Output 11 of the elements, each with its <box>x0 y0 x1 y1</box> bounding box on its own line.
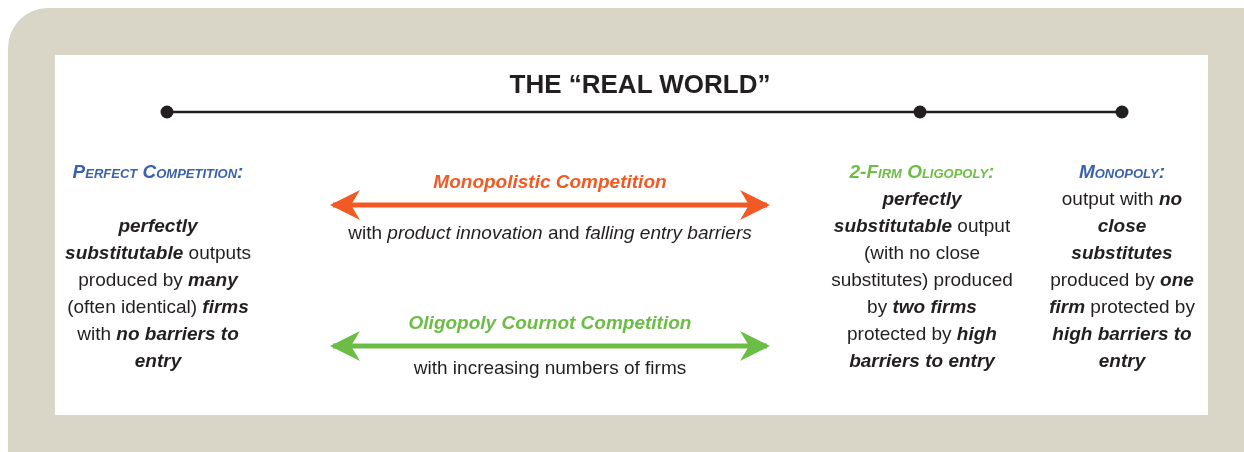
arrow-label: Monopolistic Competition <box>432 170 668 194</box>
description: perfectly substitutable output (with no close substitutes) produced by two firms protected by high barriers to entry <box>830 187 1014 373</box>
arrow-label: Oligopoly Cournot Competition <box>407 311 693 335</box>
heading: 2-Firm Oligopoly: <box>848 160 996 184</box>
description: output with no close substitutes produced by one firm protected by high barriers to entry <box>1048 187 1196 373</box>
description: with increasing numbers of firms <box>412 356 688 380</box>
title: THE “REAL WORLD” <box>508 68 772 100</box>
heading: Perfect Competition: <box>71 160 245 184</box>
heading: Monopoly: <box>1077 160 1167 184</box>
description: perfectly substitutable outputs produced by many (often identical) firms with no barriers to entry <box>64 214 252 373</box>
description: with product innovation and falling entry barriers <box>347 221 753 245</box>
